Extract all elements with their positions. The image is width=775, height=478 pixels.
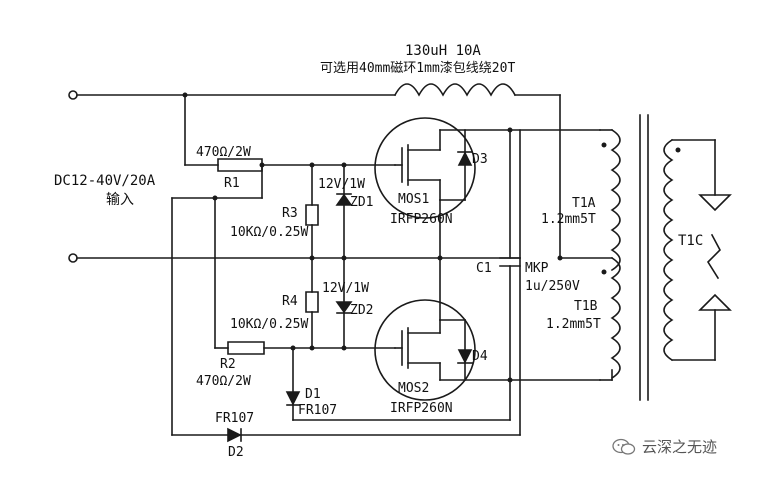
zd2-name-label: ZD2 xyxy=(350,303,374,318)
zener-zd1 xyxy=(337,195,351,205)
zener-zd2 xyxy=(337,302,351,312)
r4-value-label: 10KΩ/0.25W xyxy=(230,317,309,332)
resistor-r2 xyxy=(228,342,264,354)
mos2-name-label: MOS2 xyxy=(398,381,430,396)
r1-value-label: 470Ω/2W xyxy=(196,145,251,160)
mosfet-mos2-outline xyxy=(375,300,475,400)
watermark-text: 云深之无迹 xyxy=(642,438,718,456)
d1-part-label: FR107 xyxy=(298,403,338,418)
polarity-dot-t1b xyxy=(601,269,607,275)
wechat-icon xyxy=(612,438,636,455)
t1b-wire-label: 1.2mm5T xyxy=(546,317,601,332)
zd1-value-label: 12V/1W xyxy=(318,177,365,192)
d3-name-label: D3 xyxy=(472,152,488,167)
r1-name-label: R1 xyxy=(224,176,240,191)
d2-part-label: FR107 xyxy=(215,411,255,426)
mosfet-mos1-outline xyxy=(375,118,475,218)
t1b-name-label: T1B xyxy=(574,299,598,314)
resistor-r1 xyxy=(218,159,262,171)
zd1-name-label: ZD1 xyxy=(350,195,374,210)
spark-gap-bottom xyxy=(700,295,730,310)
resistor-r4 xyxy=(306,292,318,312)
r2-name-label: R2 xyxy=(220,357,236,372)
diode-d1 xyxy=(287,392,299,404)
r2-value-label: 470Ω/2W xyxy=(196,374,251,389)
input-negative-terminal xyxy=(69,254,77,262)
input-label: 输入 xyxy=(106,192,134,208)
spark-gap-top xyxy=(700,195,730,210)
transformer-t1c-winding xyxy=(664,140,672,360)
d4-name-label: D4 xyxy=(472,349,488,364)
r3-name-label: R3 xyxy=(282,206,298,221)
inductor-spec-label: 130uH 10A xyxy=(405,43,481,59)
c1-value-label: 1u/250V xyxy=(525,279,580,294)
c1-type-label: MKP xyxy=(525,261,549,276)
d2-name-label: D2 xyxy=(228,445,244,460)
inductor-note-label: 可选用40mm磁环1mm漆包线绕20T xyxy=(320,61,516,76)
polarity-dot-t1c xyxy=(675,147,681,153)
resistor-r3 xyxy=(306,205,318,225)
polarity-dot-t1a xyxy=(601,142,607,148)
t1a-wire-label: 1.2mm5T xyxy=(541,212,596,227)
spark-arc xyxy=(708,235,720,278)
r3-value-label: 10KΩ/0.25W xyxy=(230,225,309,240)
mos2-part-label: IRFP260N xyxy=(390,401,453,416)
diode-d4 xyxy=(459,350,471,362)
t1a-name-label: T1A xyxy=(572,196,596,211)
zd2-value-label: 12V/1W xyxy=(322,281,369,296)
transformer-t1a-winding xyxy=(612,130,620,270)
watermark: 云深之无迹 xyxy=(612,436,717,457)
mos1-name-label: MOS1 xyxy=(398,192,430,207)
input-spec-label: DC12-40V/20A xyxy=(54,173,156,189)
d1-name-label: D1 xyxy=(305,387,321,402)
r4-name-label: R4 xyxy=(282,294,298,309)
diode-d2 xyxy=(228,429,240,441)
c1-name-label: C1 xyxy=(476,261,492,276)
input-positive-terminal xyxy=(69,91,77,99)
transformer-t1b-winding xyxy=(612,258,620,378)
mos1-part-label: IRFP260N xyxy=(390,212,453,227)
t1c-name-label: T1C xyxy=(678,233,704,249)
inductor-l1 xyxy=(395,84,515,95)
diode-d3 xyxy=(459,153,471,165)
